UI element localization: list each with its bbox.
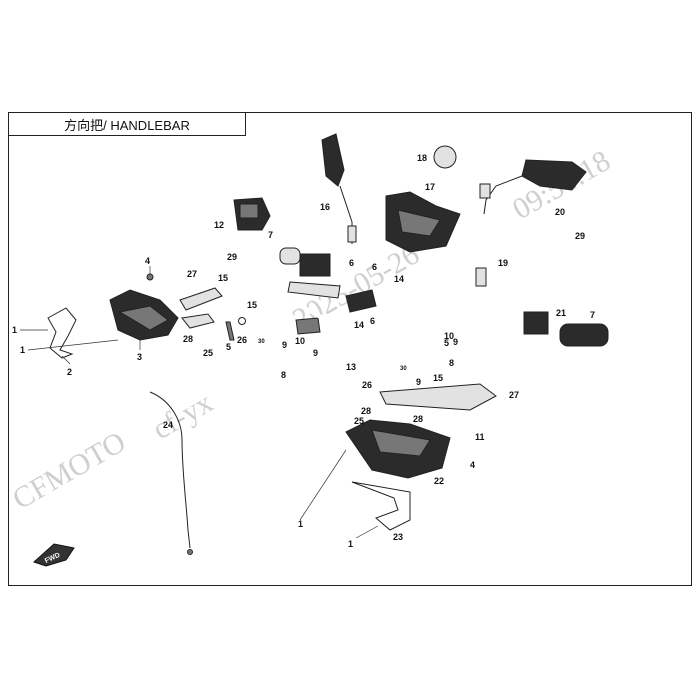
callout-13: 13 bbox=[346, 362, 356, 372]
callout-11: 11 bbox=[475, 432, 485, 442]
throttle-cable-24 bbox=[149, 391, 191, 549]
callout-28: 28 bbox=[183, 334, 193, 344]
callout-7: 7 bbox=[268, 230, 273, 240]
callout-9: 9 bbox=[453, 337, 458, 347]
callout-1: 1 bbox=[20, 345, 25, 355]
callout-1: 1 bbox=[298, 519, 303, 529]
callout-29: 29 bbox=[227, 252, 237, 262]
callout-19: 19 bbox=[498, 258, 508, 268]
callout-4: 4 bbox=[145, 256, 150, 266]
grip-7-right bbox=[559, 323, 609, 347]
callout-12: 12 bbox=[214, 220, 224, 230]
callout-5: 5 bbox=[444, 338, 449, 348]
mirror-16-left bbox=[321, 133, 345, 187]
callout-14: 14 bbox=[354, 320, 364, 330]
bracket-28-left bbox=[181, 313, 215, 329]
callout-21: 21 bbox=[556, 308, 566, 318]
callout-6: 6 bbox=[370, 316, 375, 326]
callout-7: 7 bbox=[590, 310, 595, 320]
callout-8: 8 bbox=[281, 370, 286, 380]
leader-lines bbox=[20, 266, 379, 539]
callout-2: 2 bbox=[67, 367, 72, 377]
callout-26: 26 bbox=[237, 335, 247, 345]
callout-30: 30 bbox=[400, 366, 407, 372]
callout-15: 15 bbox=[433, 373, 443, 383]
title-box: 方向把/ HANDLEBAR bbox=[8, 112, 246, 136]
callout-4: 4 bbox=[470, 460, 475, 470]
diagram-frame bbox=[8, 112, 692, 586]
washer-26-left bbox=[238, 317, 246, 325]
callout-9: 9 bbox=[416, 377, 421, 387]
callout-18: 18 bbox=[417, 153, 427, 163]
callout-26: 26 bbox=[362, 380, 372, 390]
callout-10: 10 bbox=[295, 336, 305, 346]
lever-7-left bbox=[279, 247, 301, 265]
bolt-4-left bbox=[146, 273, 154, 281]
switch-housing-21 bbox=[523, 311, 549, 335]
callout-6: 6 bbox=[372, 262, 377, 272]
callout-29: 29 bbox=[575, 231, 585, 241]
hand-guard-bracket-right bbox=[351, 481, 411, 531]
clamp-10-left bbox=[295, 317, 321, 335]
page-title: 方向把/ HANDLEBAR bbox=[64, 117, 190, 133]
callout-9: 9 bbox=[313, 348, 318, 358]
callout-14: 14 bbox=[394, 274, 404, 284]
callout-24: 24 bbox=[163, 420, 173, 430]
callout-20: 20 bbox=[555, 207, 565, 217]
callout-22: 22 bbox=[434, 476, 444, 486]
callout-1: 1 bbox=[348, 539, 353, 549]
callout-5: 5 bbox=[226, 342, 231, 352]
callout-9: 9 bbox=[282, 340, 287, 350]
callout-6: 6 bbox=[349, 258, 354, 268]
callout-23: 23 bbox=[393, 532, 403, 542]
callout-25: 25 bbox=[203, 348, 213, 358]
bracket-27-left bbox=[179, 287, 223, 311]
callout-16: 16 bbox=[320, 202, 330, 212]
callout-28: 28 bbox=[361, 406, 371, 416]
callout-27: 27 bbox=[509, 390, 519, 400]
watermark-brand: CFMOTO bbox=[7, 425, 131, 516]
bolt-5-left bbox=[225, 321, 235, 341]
switch-19 bbox=[475, 267, 487, 287]
callout-28: 28 bbox=[413, 414, 423, 424]
callout-30: 30 bbox=[258, 339, 265, 345]
watermark-user: cf-yx bbox=[147, 386, 218, 446]
callout-17: 17 bbox=[425, 182, 435, 192]
callout-10: 10 bbox=[444, 331, 454, 341]
lever-arm-left bbox=[287, 281, 341, 299]
clamp-14-left bbox=[345, 289, 377, 313]
callout-15: 15 bbox=[247, 300, 257, 310]
callout-1: 1 bbox=[12, 325, 17, 335]
callout-8: 8 bbox=[449, 358, 454, 368]
callout-27: 27 bbox=[187, 269, 197, 279]
callout-25: 25 bbox=[354, 416, 364, 426]
hand-guard-bracket-left bbox=[47, 307, 77, 359]
callout-3: 3 bbox=[137, 352, 142, 362]
bracket-27-right bbox=[379, 383, 497, 411]
fwd-arrow: FWD bbox=[33, 543, 75, 567]
callouts: 1 1 1 1 2 3 4 4 5 5 6 6 6 7 7 8 8 9 9 9 … bbox=[12, 153, 595, 549]
callout-15: 15 bbox=[218, 273, 228, 283]
cap-18 bbox=[433, 145, 457, 169]
